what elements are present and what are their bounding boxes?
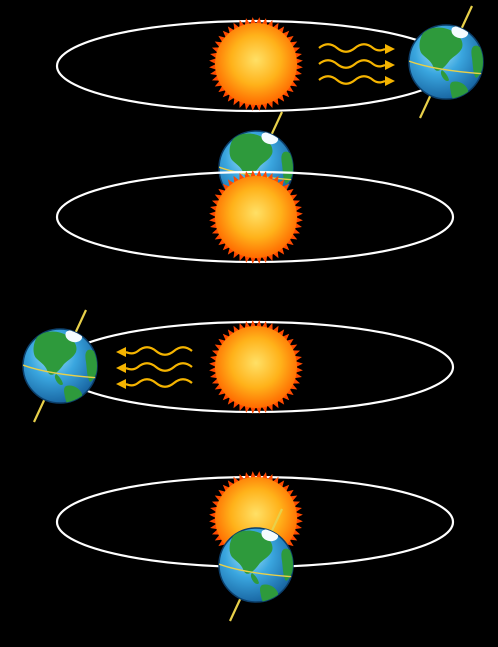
orbit-ellipse <box>55 170 455 264</box>
sun <box>209 17 303 111</box>
panel-4 <box>55 471 455 621</box>
panel-1 <box>55 6 486 118</box>
earth <box>20 310 100 422</box>
sunlight-rays <box>317 42 397 88</box>
sunlight-rays <box>114 345 194 391</box>
panel-2 <box>55 112 455 264</box>
sun <box>209 320 303 414</box>
sun <box>209 170 303 264</box>
earth <box>406 6 486 118</box>
panel-3 <box>20 310 455 422</box>
